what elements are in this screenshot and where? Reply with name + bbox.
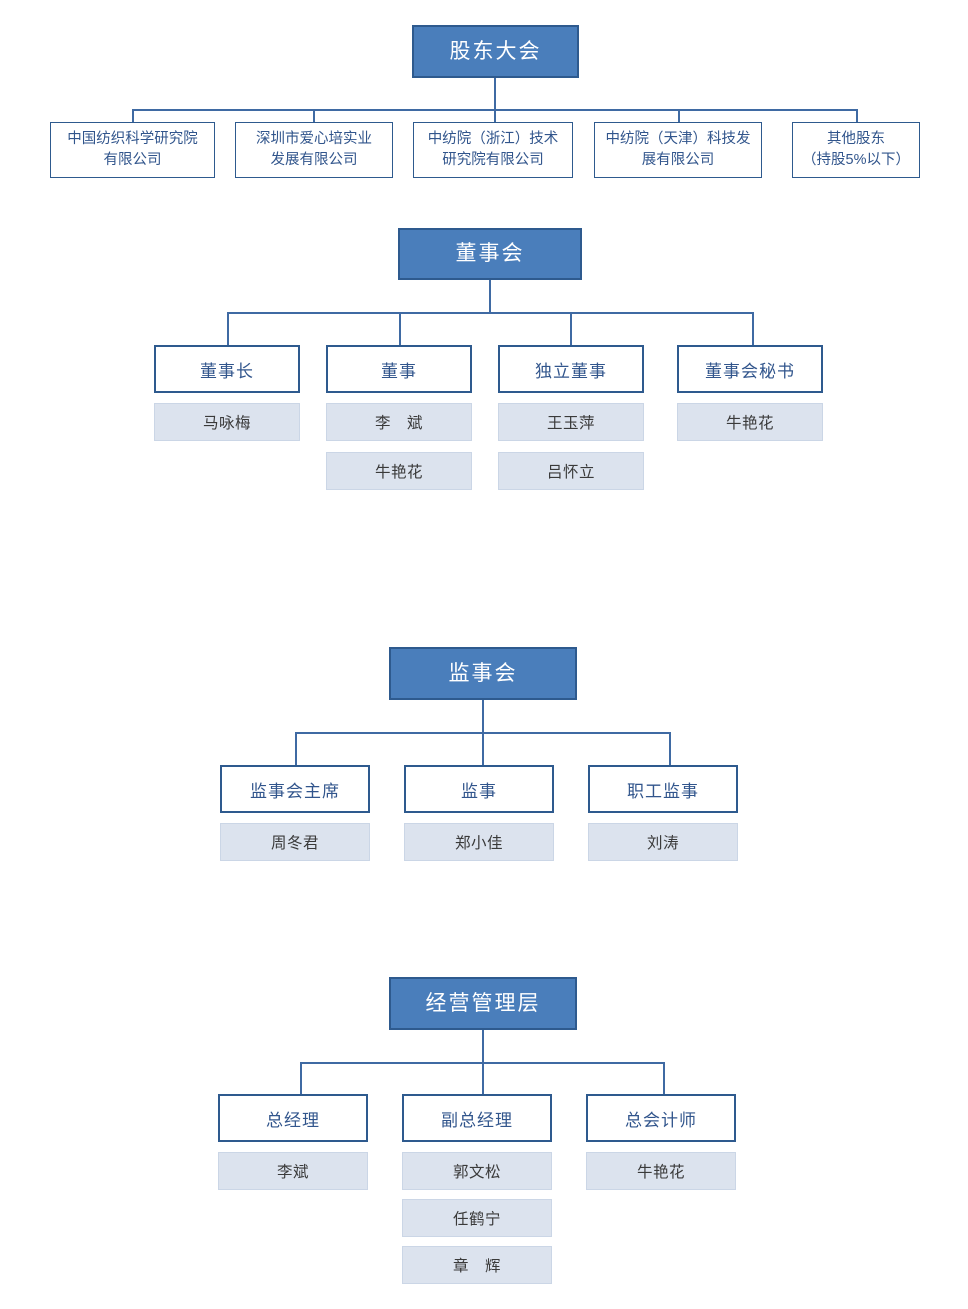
shareholder-box-5[interactable]: 其他股东 （持股5%以下） xyxy=(792,122,920,178)
board-of-directors-header[interactable]: 董事会 xyxy=(398,228,582,280)
connector-shareholder-drop-3 xyxy=(494,109,496,123)
person-name: 牛艳花 xyxy=(636,1164,685,1181)
role-title-chairman: 董事长 xyxy=(200,361,254,381)
person-name: 周冬君 xyxy=(270,835,319,852)
connector-board-bus xyxy=(227,312,753,314)
shareholder-name-3: 中纺院（浙江）技术 研究院有限公司 xyxy=(427,130,559,168)
shareholder-box-3[interactable]: 中纺院（浙江）技术 研究院有限公司 xyxy=(413,122,573,178)
management-layer-header[interactable]: 经营管理层 xyxy=(389,977,577,1030)
role-title-supervisor: 监事 xyxy=(461,781,497,801)
shareholder-box-4[interactable]: 中纺院（天津）科技发 展有限公司 xyxy=(594,122,762,178)
person-name: 李斌 xyxy=(276,1164,309,1181)
connector-shareholder-drop-4 xyxy=(678,109,680,123)
person-box-board-secretary-1[interactable]: 牛艳花 xyxy=(677,403,823,441)
connector-shareholder-drop-2 xyxy=(313,109,315,123)
person-box-chairman-1[interactable]: 马咏梅 xyxy=(154,403,300,441)
role-box-deputy-general-manager[interactable]: 副总经理 xyxy=(402,1094,552,1142)
role-box-supervisor[interactable]: 监事 xyxy=(404,765,554,813)
connector-management-stem xyxy=(482,1030,484,1063)
connector-board-stem xyxy=(489,280,491,313)
role-box-supervisory-chairman[interactable]: 监事会主席 xyxy=(220,765,370,813)
person-name: 王玉萍 xyxy=(546,415,595,432)
connector-management-drop-1 xyxy=(300,1062,302,1094)
shareholder-box-2[interactable]: 深圳市爱心培实业 发展有限公司 xyxy=(235,122,393,178)
person-box-chief-accountant-1[interactable]: 牛艳花 xyxy=(586,1152,736,1190)
shareholders-meeting-label: 股东大会 xyxy=(449,39,542,63)
connector-management-drop-3 xyxy=(663,1062,665,1094)
person-box-deputy-general-manager-1[interactable]: 郭文松 xyxy=(402,1152,552,1190)
person-box-employee-supervisor-1[interactable]: 刘涛 xyxy=(588,823,738,861)
connector-board-drop-1 xyxy=(227,312,229,345)
board-of-directors-label: 董事会 xyxy=(455,242,525,266)
connector-shareholders-stem xyxy=(494,78,496,110)
connector-board-drop-3 xyxy=(570,312,572,345)
role-title-general-manager: 总经理 xyxy=(266,1110,320,1130)
shareholders-meeting-header[interactable]: 股东大会 xyxy=(412,25,579,78)
role-title-board-secretary: 董事会秘书 xyxy=(705,361,795,381)
connector-shareholder-drop-1 xyxy=(132,109,134,123)
role-box-board-secretary[interactable]: 董事会秘书 xyxy=(677,345,823,393)
role-title-employee-supervisor: 职工监事 xyxy=(627,781,699,801)
person-box-independent-director-2[interactable]: 吕怀立 xyxy=(498,452,644,490)
connector-supervisory-drop-1 xyxy=(295,732,297,765)
supervisory-board-header[interactable]: 监事会 xyxy=(389,647,577,700)
person-name: 吕怀立 xyxy=(546,464,595,481)
role-title-supervisory-chairman: 监事会主席 xyxy=(250,781,340,801)
person-box-supervisor-1[interactable]: 郑小佳 xyxy=(404,823,554,861)
connector-board-drop-2 xyxy=(399,312,401,345)
connector-board-drop-4 xyxy=(752,312,754,345)
person-box-deputy-general-manager-3[interactable]: 章 辉 xyxy=(402,1246,552,1284)
person-box-supervisory-chairman-1[interactable]: 周冬君 xyxy=(220,823,370,861)
person-name: 章 辉 xyxy=(452,1258,501,1275)
person-box-deputy-general-manager-2[interactable]: 任鹤宁 xyxy=(402,1199,552,1237)
role-title-independent-director: 独立董事 xyxy=(535,361,607,381)
supervisory-board-label: 监事会 xyxy=(448,661,518,685)
role-box-independent-director[interactable]: 独立董事 xyxy=(498,345,644,393)
shareholder-name-4: 中纺院（天津）科技发 展有限公司 xyxy=(605,130,751,168)
person-box-general-manager-1[interactable]: 李斌 xyxy=(218,1152,368,1190)
role-box-general-manager[interactable]: 总经理 xyxy=(218,1094,368,1142)
person-name: 马咏梅 xyxy=(202,415,251,432)
shareholder-box-1[interactable]: 中国纺织科学研究院 有限公司 xyxy=(50,122,215,178)
person-name: 郭文松 xyxy=(452,1164,501,1181)
person-name: 郑小佳 xyxy=(454,835,503,852)
person-name: 李 斌 xyxy=(374,415,423,432)
shareholder-name-5: 其他股东 （持股5%以下） xyxy=(802,130,910,168)
person-name: 刘涛 xyxy=(646,835,679,852)
management-layer-label: 经营管理层 xyxy=(425,991,541,1015)
role-title-chief-accountant: 总会计师 xyxy=(625,1110,697,1130)
person-name: 牛艳花 xyxy=(374,464,423,481)
person-name: 牛艳花 xyxy=(725,415,774,432)
connector-supervisory-drop-2 xyxy=(482,732,484,765)
shareholder-name-2: 深圳市爱心培实业 发展有限公司 xyxy=(256,130,372,168)
role-box-employee-supervisor[interactable]: 职工监事 xyxy=(588,765,738,813)
person-box-director-2[interactable]: 牛艳花 xyxy=(326,452,472,490)
person-name: 任鹤宁 xyxy=(452,1211,501,1228)
connector-supervisory-drop-3 xyxy=(669,732,671,765)
role-title-director: 董事 xyxy=(381,361,417,381)
connector-management-drop-2 xyxy=(482,1062,484,1094)
role-box-chief-accountant[interactable]: 总会计师 xyxy=(586,1094,736,1142)
role-box-director[interactable]: 董事 xyxy=(326,345,472,393)
role-box-chairman[interactable]: 董事长 xyxy=(154,345,300,393)
connector-supervisory-stem xyxy=(482,700,484,733)
person-box-director-1[interactable]: 李 斌 xyxy=(326,403,472,441)
connector-shareholder-drop-5 xyxy=(856,109,858,123)
role-title-deputy-general-manager: 副总经理 xyxy=(441,1110,513,1130)
shareholder-name-1: 中国纺织科学研究院 有限公司 xyxy=(67,130,198,168)
person-box-independent-director-1[interactable]: 王玉萍 xyxy=(498,403,644,441)
